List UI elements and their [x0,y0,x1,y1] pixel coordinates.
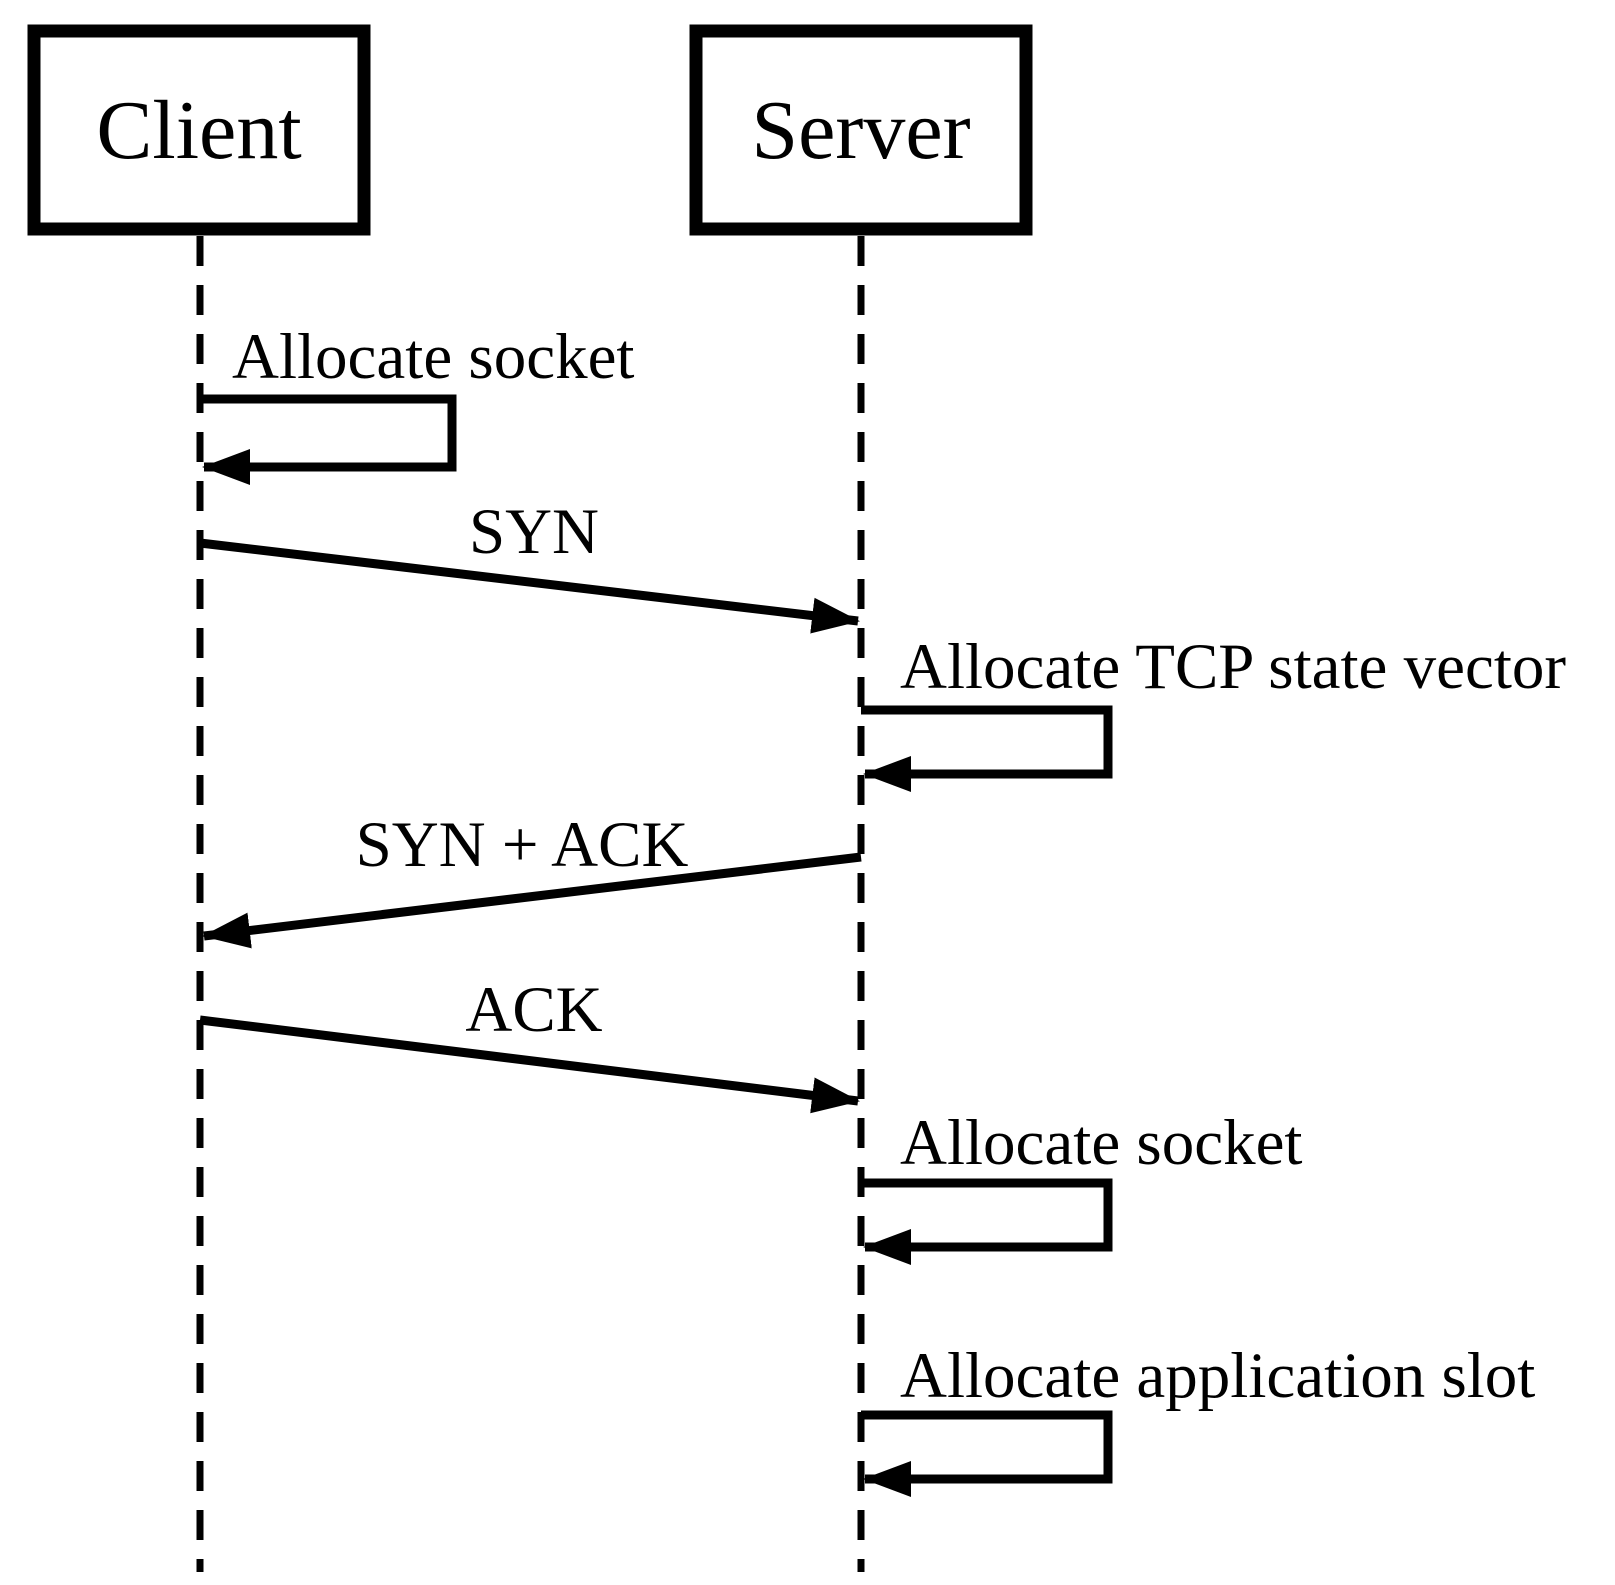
self-message-loop-server-allocate-socket [861,1178,1113,1265]
self-message-loop-client-allocate-socket [200,394,457,485]
message-arrow-ack [199,1015,860,1114]
actor-label-client: Client [96,84,301,177]
actor-box-server [689,24,1033,236]
self-message-label-server-allocate-socket: Allocate socket [900,1107,1302,1179]
self-message-loop-server-allocate-tcp-state-vector [861,705,1113,792]
self-message-label-client-allocate-socket: Allocate socket [232,321,634,393]
message-label-syn: SYN [469,496,599,568]
message-arrow-syn [199,538,860,634]
self-message-label-server-allocate-tcp-state-vector: Allocate TCP state vector [900,631,1566,703]
self-message-label-server-allocate-application-slot: Allocate application slot [900,1340,1535,1412]
message-label-ack: ACK [465,974,602,1046]
actor-box-client [27,24,371,236]
message-arrow-syn-ack [202,852,862,949]
message-label-syn-ack: SYN + ACK [356,809,689,881]
actor-label-server: Server [751,84,970,177]
self-message-loop-server-allocate-application-slot [861,1410,1113,1497]
